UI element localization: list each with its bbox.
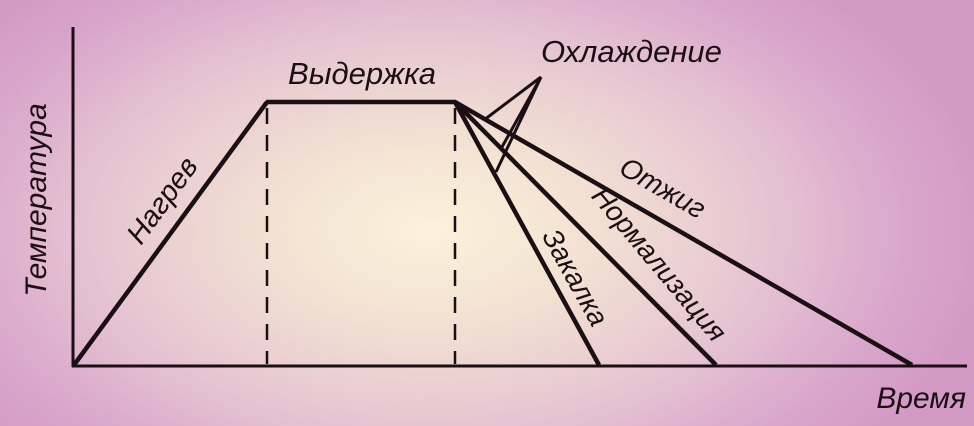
cooling-label: Охлаждение	[541, 34, 722, 69]
annealing-line	[453, 100, 914, 367]
normalizing-line	[453, 100, 718, 367]
quenching-line	[453, 100, 601, 367]
quenching-label: Закалка	[536, 224, 614, 332]
holding-label: Выдержка	[288, 56, 436, 91]
cooling-leader-3	[494, 76, 543, 173]
cooling-leader-1	[483, 75, 542, 122]
heating-line	[72, 100, 269, 367]
normalizing-label: Нормализация	[586, 181, 733, 348]
x-axis-label: Время	[876, 382, 966, 415]
y-axis-label: Температура	[20, 103, 53, 297]
